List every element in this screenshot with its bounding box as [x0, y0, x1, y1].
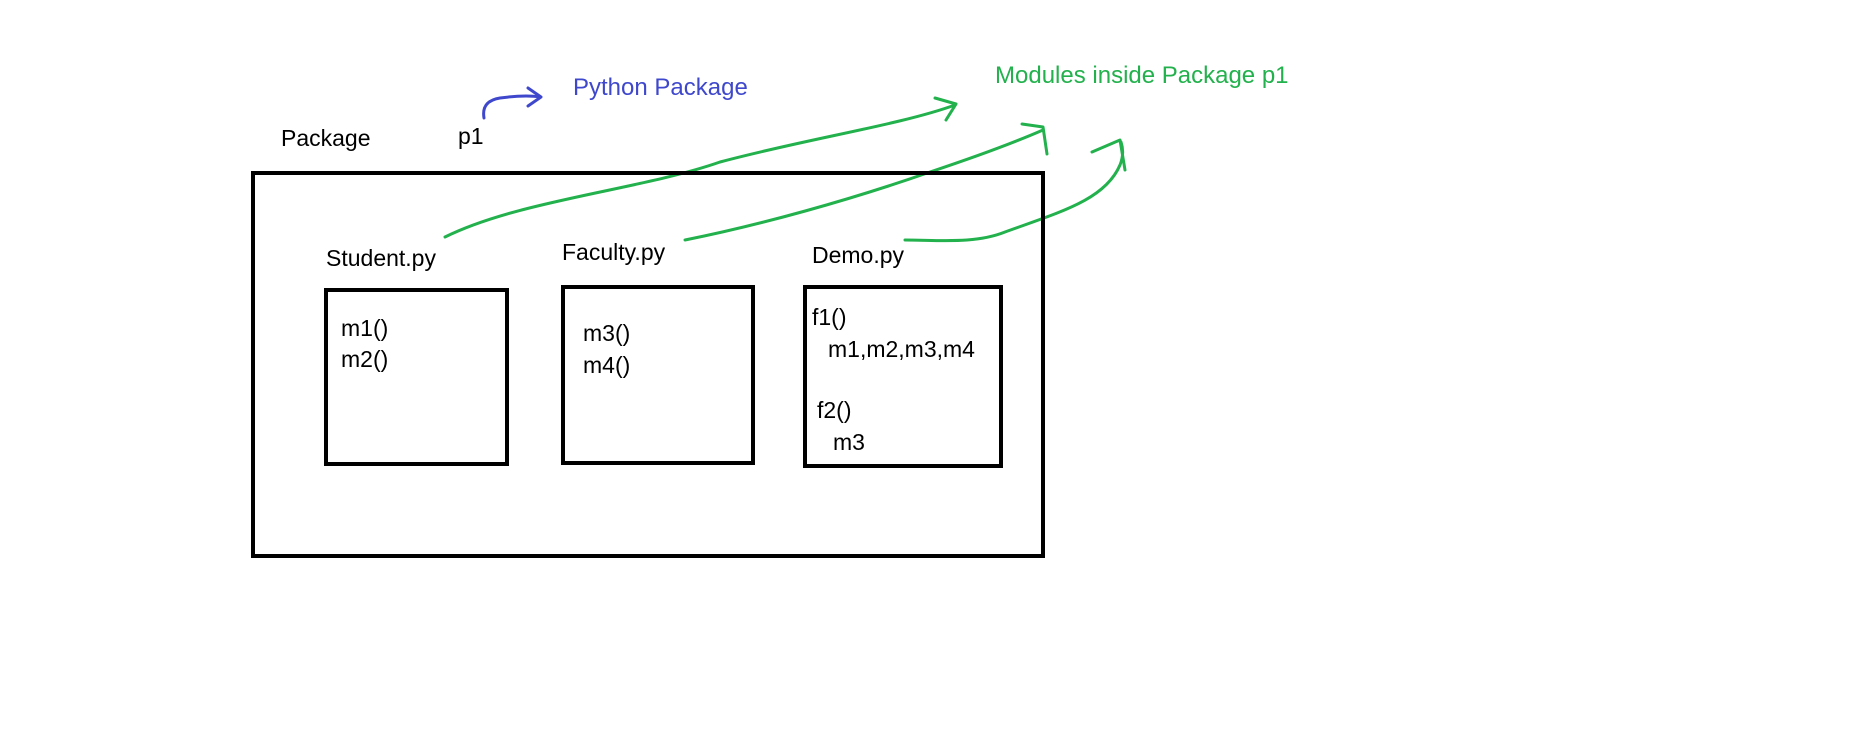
blue-arrow [482, 94, 542, 120]
module-name-demo: Demo.py [812, 242, 905, 268]
module-box-faculty [561, 285, 755, 465]
python-package-label: Python Package [573, 74, 748, 101]
faculty-method-2: m4() [583, 352, 631, 378]
demo-function-1: f1() [812, 304, 847, 330]
demo-function-2-calls: m3 [833, 429, 865, 455]
demo-function-1-calls: m1,m2,m3,m4 [828, 336, 975, 362]
faculty-method-1: m3() [583, 320, 631, 346]
green-arrow-faculty [683, 128, 1045, 242]
package-word-label: Package [281, 125, 371, 151]
student-method-2: m2() [341, 346, 389, 372]
green-arrow-student [443, 103, 957, 239]
package-name-label: p1 [458, 123, 484, 149]
module-box-demo [803, 285, 1003, 468]
green-arrowhead-demo [1090, 138, 1127, 172]
package-box [251, 171, 1045, 558]
green-arrowhead-faculty [1020, 122, 1049, 156]
demo-function-2: f2() [817, 397, 852, 423]
blue-arrowhead [526, 86, 543, 108]
module-name-student: Student.py [326, 245, 436, 271]
module-name-faculty: Faculty.py [562, 239, 666, 265]
modules-inside-label: Modules inside Package p1 [995, 62, 1289, 89]
module-box-student [324, 288, 509, 466]
student-method-1: m1() [341, 315, 389, 341]
green-arrowhead-student [933, 96, 958, 122]
